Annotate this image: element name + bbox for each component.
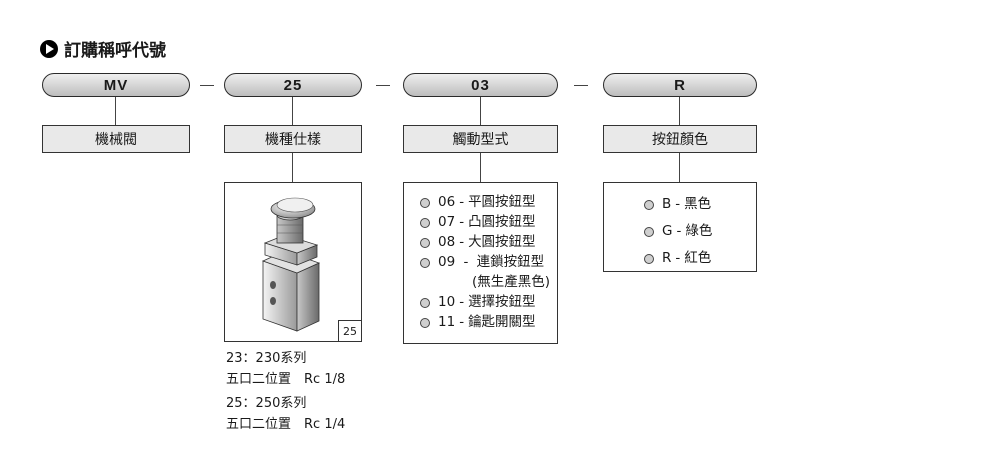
code-pill-model: 25 — [224, 73, 362, 97]
connector-line — [679, 97, 680, 125]
heading-text: 訂購稱呼代號 — [64, 41, 166, 61]
connector-line — [115, 97, 116, 125]
connector-line — [679, 153, 680, 182]
actuation-options-panel: 06 - 平圓按鈕型 07 - 凸圓按鈕型 08 - 大圓按鈕型 09 - 連鎖… — [403, 182, 558, 344]
label-model: 機種仕樣 — [224, 125, 362, 153]
note-port-250: 五口二位置 Rc 1/4 — [226, 417, 346, 432]
separator-dash — [376, 85, 390, 86]
connector-line — [292, 153, 293, 182]
bullet-circle-icon — [420, 218, 430, 228]
list-item: B - 黑色 — [644, 191, 756, 218]
mechanical-valve-illustration — [261, 197, 321, 332]
separator-dash — [200, 85, 214, 86]
connector-line — [292, 97, 293, 125]
bullet-circle-icon — [420, 298, 430, 308]
list-item: R - 紅色 — [644, 245, 756, 272]
bullet-circle-icon — [644, 200, 654, 210]
code-pill-color: R — [603, 73, 757, 97]
label-color: 按鈕顏色 — [603, 125, 757, 153]
list-item: 10 - 選擇按鈕型 — [420, 292, 557, 312]
list-item: 06 - 平圓按鈕型 — [420, 192, 557, 212]
play-circle-icon — [40, 39, 58, 58]
list-item: 09 - 連鎖按鈕型 (無生產黑色) — [420, 252, 557, 292]
note-port-230: 五口二位置 Rc 1/8 — [226, 372, 346, 387]
code-pill-series: MV — [42, 73, 190, 97]
order-code-heading: 訂購稱呼代號 — [40, 36, 166, 61]
model-tag: 25 — [338, 320, 361, 341]
bullet-circle-icon — [420, 318, 430, 328]
list-item: 11 - 鑰匙開關型 — [420, 312, 557, 332]
bullet-circle-icon — [420, 198, 430, 208]
label-actuation: 觸動型式 — [403, 125, 558, 153]
connector-line — [480, 97, 481, 125]
list-item: 07 - 凸圓按鈕型 — [420, 212, 557, 232]
separator-dash — [574, 85, 588, 86]
model-panel: 25 — [224, 182, 362, 342]
bullet-circle-icon — [644, 254, 654, 264]
connector-line — [480, 153, 481, 182]
list-item: 08 - 大圓按鈕型 — [420, 232, 557, 252]
bullet-circle-icon — [644, 227, 654, 237]
option-subtext: (無生產黑色) — [472, 274, 551, 290]
label-series: 機械閥 — [42, 125, 190, 153]
bullet-circle-icon — [420, 258, 430, 268]
color-options-list: B - 黑色 G - 綠色 R - 紅色 — [644, 191, 756, 272]
list-item: G - 綠色 — [644, 218, 756, 245]
code-pill-actuation: 03 — [403, 73, 558, 97]
actuation-options-list: 06 - 平圓按鈕型 07 - 凸圓按鈕型 08 - 大圓按鈕型 09 - 連鎖… — [420, 192, 557, 332]
note-series-250: 25：250系列 — [226, 396, 307, 411]
color-options-panel: B - 黑色 G - 綠色 R - 紅色 — [603, 182, 757, 272]
bullet-circle-icon — [420, 238, 430, 248]
note-series-230: 23：230系列 — [226, 351, 307, 366]
model-notes: 23：230系列 五口二位置 Rc 1/8 25：250系列 五口二位置 Rc … — [226, 348, 345, 435]
